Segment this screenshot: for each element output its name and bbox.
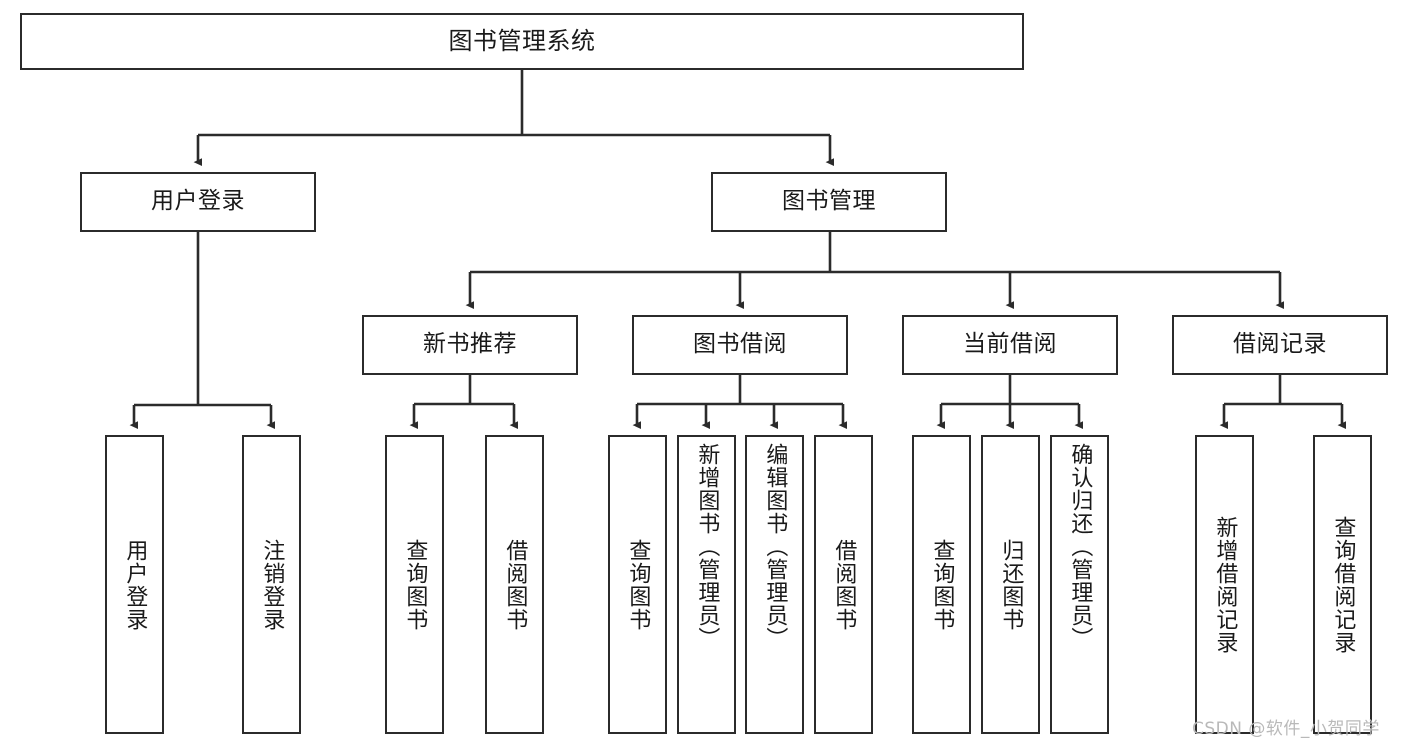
node-leaf-edit-book-label: 编辑图书（管理员） [762,443,788,650]
node-leaf-query-book-3[interactable]: 查询图书 [912,435,971,734]
node-book-manage[interactable]: 图书管理 [711,172,947,232]
node-leaf-confirm-return-label: 确认归还（管理员） [1067,443,1093,650]
node-new-book-recommend[interactable]: 新书推荐 [362,315,578,375]
node-leaf-return-book[interactable]: 归还图书 [981,435,1040,734]
node-book-borrow-label: 图书借阅 [693,331,787,358]
node-user-login-label: 用户登录 [151,188,245,215]
node-leaf-user-login[interactable]: 用户登录 [105,435,164,734]
node-leaf-edit-book[interactable]: 编辑图书（管理员） [745,435,804,734]
node-root[interactable]: 图书管理系统 [20,13,1024,70]
node-leaf-return-book-label: 归还图书 [998,538,1024,631]
node-book-borrow[interactable]: 图书借阅 [632,315,848,375]
node-root-label: 图书管理系统 [448,27,596,56]
node-leaf-add-record-label: 新增借阅记录 [1212,515,1238,654]
node-leaf-query-record-label: 查询借阅记录 [1330,515,1356,654]
node-current-borrow[interactable]: 当前借阅 [902,315,1118,375]
node-leaf-user-login-label: 用户登录 [122,538,148,631]
node-leaf-query-book-1-label: 查询图书 [402,538,428,631]
node-current-borrow-label: 当前借阅 [963,331,1057,358]
watermark-text: CSDN @软件_小贺同学 [1192,719,1380,739]
node-leaf-user-logout-label: 注销登录 [259,538,285,631]
node-user-login[interactable]: 用户登录 [80,172,316,232]
node-leaf-query-book-1[interactable]: 查询图书 [385,435,444,734]
node-borrow-record[interactable]: 借阅记录 [1172,315,1388,375]
node-leaf-query-book-2-label: 查询图书 [625,538,651,631]
node-new-book-recommend-label: 新书推荐 [423,331,517,358]
node-leaf-confirm-return[interactable]: 确认归还（管理员） [1050,435,1109,734]
node-leaf-add-book[interactable]: 新增图书（管理员） [677,435,736,734]
node-leaf-query-book-3-label: 查询图书 [929,538,955,631]
node-leaf-borrow-book-1[interactable]: 借阅图书 [485,435,544,734]
node-leaf-add-record[interactable]: 新增借阅记录 [1195,435,1254,734]
node-leaf-query-book-2[interactable]: 查询图书 [608,435,667,734]
node-leaf-query-record[interactable]: 查询借阅记录 [1313,435,1372,734]
node-borrow-record-label: 借阅记录 [1233,331,1327,358]
node-leaf-borrow-book-1-label: 借阅图书 [502,538,528,631]
node-leaf-add-book-label: 新增图书（管理员） [694,443,720,650]
node-leaf-user-logout[interactable]: 注销登录 [242,435,301,734]
node-book-manage-label: 图书管理 [782,188,876,215]
node-leaf-borrow-book-2[interactable]: 借阅图书 [814,435,873,734]
node-leaf-borrow-book-2-label: 借阅图书 [831,538,857,631]
